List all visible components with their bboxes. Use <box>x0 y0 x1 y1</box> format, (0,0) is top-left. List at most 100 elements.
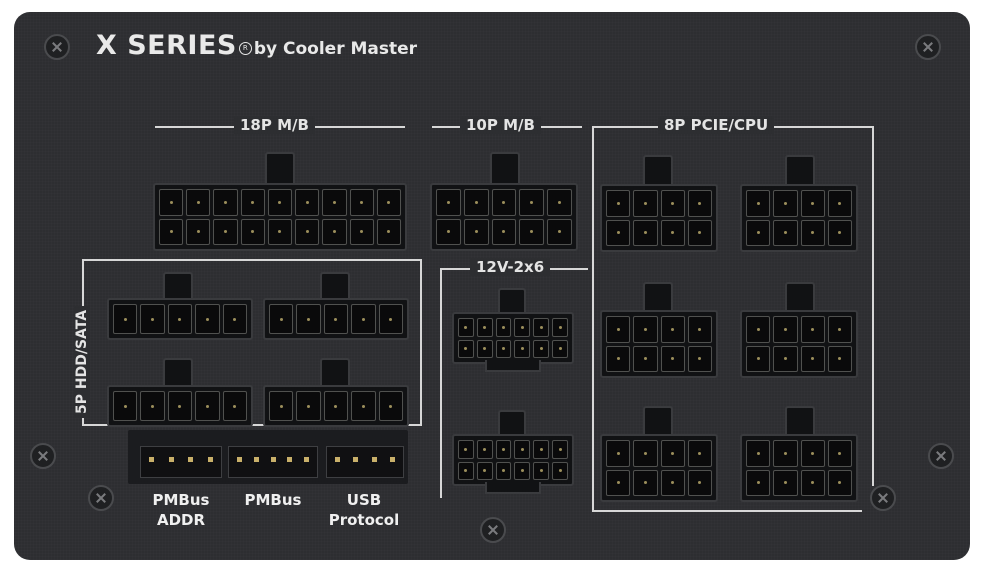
sata-frame-right <box>420 259 422 425</box>
connector-pin <box>827 190 852 217</box>
connector-pin <box>746 345 771 372</box>
connector-pin <box>376 218 401 245</box>
connector-pin <box>378 304 403 334</box>
screw-icon <box>928 443 954 469</box>
connector-pin <box>827 316 852 343</box>
label-pmbus-addr: PMBus ADDR <box>136 490 226 530</box>
connector-12v-2x6-2[interactable] <box>452 434 574 494</box>
connector-pin <box>267 189 293 216</box>
latch-sata-2 <box>320 272 350 302</box>
connector-pin <box>606 219 631 246</box>
connector-pin <box>295 218 320 245</box>
connector-pin <box>514 318 531 337</box>
connector-pin <box>773 190 798 217</box>
connector-pin <box>195 304 220 334</box>
connector-pin <box>547 218 572 245</box>
connector-pin <box>436 189 461 216</box>
connector-pin <box>533 440 550 459</box>
connector-pin <box>476 461 493 480</box>
latch-12v-1 <box>498 288 526 316</box>
hv-frame-left <box>440 268 442 498</box>
connector-10p-mb[interactable] <box>430 183 578 251</box>
connector-5p-sata-4[interactable] <box>263 385 409 427</box>
pcie-frame-bottom <box>592 510 862 512</box>
connector-pin <box>633 316 658 343</box>
connector-pin <box>514 440 531 459</box>
connector-pin <box>186 189 211 216</box>
pcie-frame-right <box>872 126 874 486</box>
port-pmbus[interactable] <box>228 446 318 478</box>
connector-pin <box>746 469 771 496</box>
latch-sata-4 <box>320 358 350 388</box>
label-10p-mb: 10P M/B <box>460 116 541 134</box>
pcie-frame-left <box>592 126 594 510</box>
connector-pin <box>458 461 474 480</box>
connector-pin <box>240 218 265 245</box>
connector-pin <box>458 440 474 459</box>
latch-pcie-4 <box>785 282 815 314</box>
connector-pin <box>240 189 265 216</box>
connector-pin <box>827 469 852 496</box>
connector-pin <box>296 304 321 334</box>
connector-pin <box>800 316 825 343</box>
connector-12v-2x6-1[interactable] <box>452 312 574 372</box>
label-usb-protocol-line2: Protocol <box>328 511 400 529</box>
connector-pin <box>800 469 825 496</box>
connector-pin <box>773 345 798 372</box>
connector-pin <box>349 189 374 216</box>
latch-sata-3 <box>163 358 193 388</box>
connector-pin <box>159 189 184 216</box>
port-pmbus-addr[interactable] <box>140 446 222 478</box>
connector-pin <box>746 316 771 343</box>
connector-pin <box>552 339 568 358</box>
connector-pin <box>495 461 512 480</box>
connector-pin <box>606 345 631 372</box>
connector-pin <box>660 190 685 217</box>
latch-pcie-5 <box>643 406 673 438</box>
connector-pin <box>436 218 461 245</box>
connector-pin <box>533 318 550 337</box>
latch-pcie-3 <box>643 282 673 314</box>
screw-icon <box>44 34 70 60</box>
connector-pin <box>458 339 474 358</box>
connector-pin <box>800 190 825 217</box>
port-usb-protocol[interactable] <box>326 446 404 478</box>
connector-5p-sata-1[interactable] <box>107 298 253 340</box>
connector-8p-pcie-cpu-4[interactable] <box>740 310 858 378</box>
connector-pin <box>222 391 247 421</box>
connector-pin <box>827 345 852 372</box>
connector-5p-sata-3[interactable] <box>107 385 253 427</box>
label-18p-mb: 18P M/B <box>234 116 315 134</box>
connector-pin <box>351 391 376 421</box>
connector-pin <box>660 345 685 372</box>
connector-pin <box>463 218 489 245</box>
connector-pin <box>800 219 825 246</box>
label-pmbus-addr-line1: PMBus <box>152 491 210 509</box>
connector-pin <box>746 219 771 246</box>
connector-pin <box>660 440 685 467</box>
connector-pin <box>519 189 545 216</box>
connector-8p-pcie-cpu-5[interactable] <box>600 434 718 502</box>
connector-pin <box>660 469 685 496</box>
label-8p-pcie-cpu: 8P PCIE/CPU <box>658 116 775 134</box>
connector-pin <box>552 318 568 337</box>
connector-8p-pcie-cpu-6[interactable] <box>740 434 858 502</box>
connector-8p-pcie-cpu-2[interactable] <box>740 184 858 252</box>
connector-pin <box>533 339 550 358</box>
screw-icon <box>88 485 114 511</box>
connector-pin <box>773 440 798 467</box>
connector-pin <box>476 339 493 358</box>
connector-18p-mb[interactable] <box>153 183 407 251</box>
label-usb-protocol: USB Protocol <box>318 490 410 530</box>
connector-8p-pcie-cpu-1[interactable] <box>600 184 718 252</box>
connector-pin <box>514 339 531 358</box>
connector-8p-pcie-cpu-3[interactable] <box>600 310 718 378</box>
label-12v-2x6: 12V-2x6 <box>470 258 551 276</box>
latch-18p <box>265 152 295 186</box>
connector-pin <box>376 189 401 216</box>
connector-pin <box>491 189 517 216</box>
connector-pin <box>296 391 321 421</box>
connector-pin <box>633 219 658 246</box>
connector-5p-sata-2[interactable] <box>263 298 409 340</box>
screw-icon <box>870 485 896 511</box>
